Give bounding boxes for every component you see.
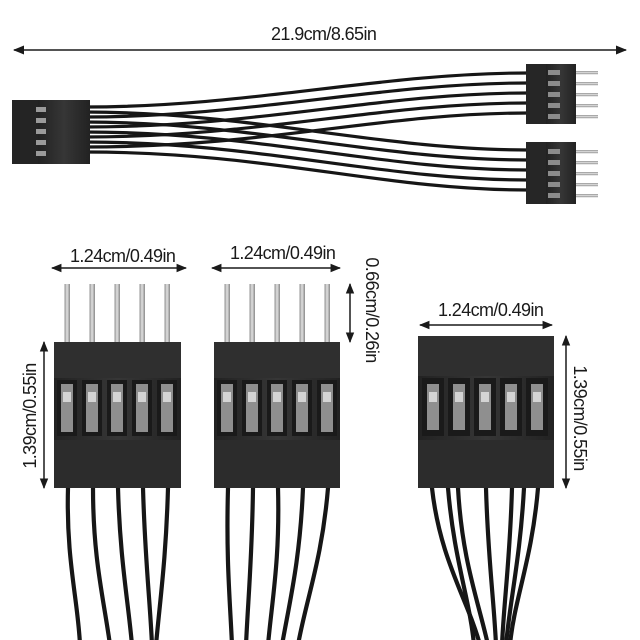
male-connector-1 [54,284,181,640]
male2-pins [224,284,330,342]
overview-cables [83,71,530,192]
female-width-label: 1.24cm/0.49in [438,300,544,320]
female-connector [418,336,554,640]
male1-contacts [57,380,177,436]
male2-cables [225,485,331,640]
overview-male-connector-upper [526,64,598,124]
male1-cables [65,485,171,640]
male2-contacts [217,380,337,436]
pin-length-label: 0.66cm/0.26in [362,257,382,363]
male-height-label: 1.39cm/0.55in [20,363,40,469]
male1-width-label: 1.24cm/0.49in [70,246,176,266]
overview-female-connector [12,100,90,164]
male-connector-2 [214,284,340,640]
total-length-label: 21.9cm/8.65in [271,24,377,44]
overview-male-connector-lower [526,142,598,204]
female-height-label: 1.39cm/0.55in [570,365,590,471]
male2-width-label: 1.24cm/0.49in [230,243,336,263]
female-cables [429,485,541,640]
female-contacts [422,378,548,436]
male1-pins [64,284,170,342]
